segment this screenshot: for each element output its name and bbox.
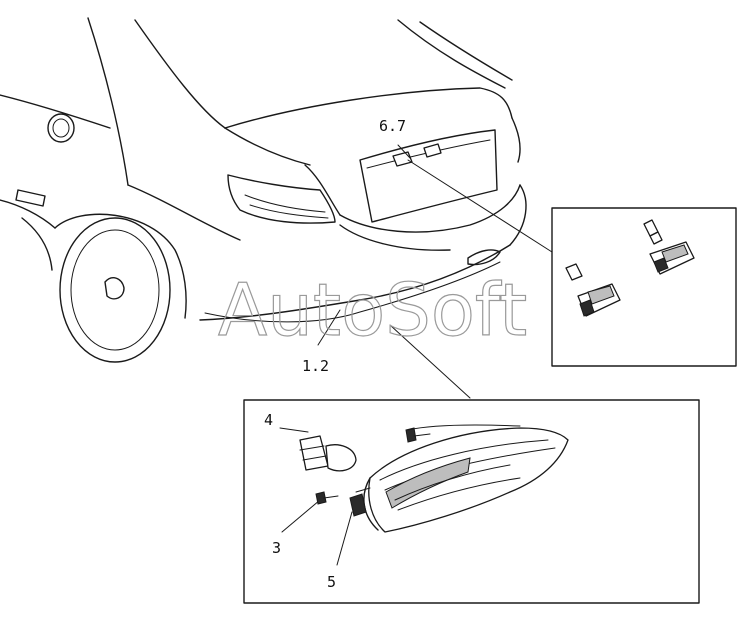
rear-wheel bbox=[59, 217, 171, 363]
callout-6-7: 6.7 bbox=[379, 117, 406, 135]
tail-lamp-housing bbox=[227, 174, 336, 224]
top-screw bbox=[405, 427, 431, 443]
callout-3: 3 bbox=[272, 539, 281, 557]
leader-lines bbox=[279, 144, 553, 566]
bumper-reflector bbox=[467, 249, 501, 266]
side-screw bbox=[315, 491, 339, 505]
car-body-outline bbox=[0, 17, 527, 323]
license-plate-recess bbox=[359, 129, 498, 223]
license-lamp-detail-box bbox=[551, 207, 737, 367]
tail-lamp-assembly bbox=[349, 424, 569, 533]
tail-lamp-detail-box bbox=[243, 399, 700, 604]
callout-4: 4 bbox=[264, 411, 273, 429]
callout-1-2: 1.2 bbox=[302, 357, 329, 375]
callout-5: 5 bbox=[327, 573, 336, 591]
watermark-text: AutoSoft bbox=[218, 268, 527, 352]
bulb-part bbox=[299, 435, 357, 472]
